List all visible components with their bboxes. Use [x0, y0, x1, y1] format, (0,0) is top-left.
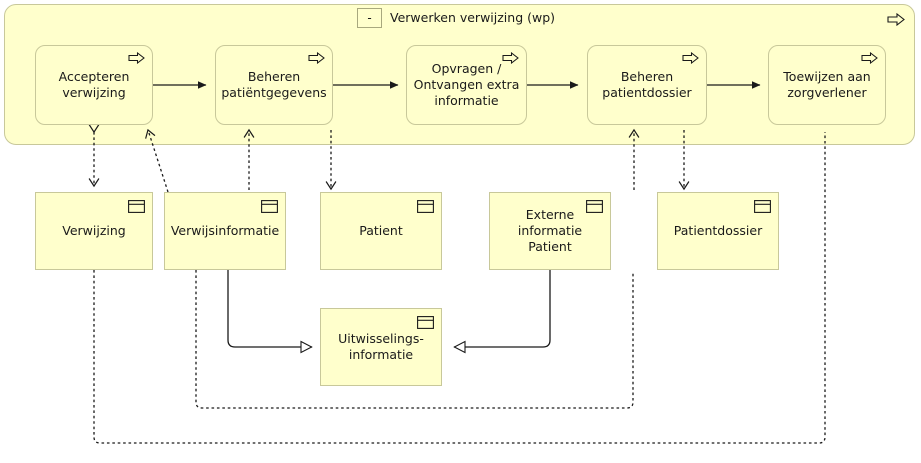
data-object-icon: [754, 200, 771, 213]
data-object-label: Verwijzing: [62, 223, 126, 238]
process-label-line1: Accepteren: [58, 69, 130, 84]
process-beheren-patientgegevens[interactable]: Beheren patiëntgegevens: [215, 45, 333, 125]
data-object-label-line2: Patient: [528, 239, 572, 254]
group-collapse-toggle[interactable]: -: [357, 8, 382, 28]
data-object-icon: [586, 200, 603, 213]
data-object-patient[interactable]: Patient: [320, 192, 442, 270]
process-arrow-icon: [308, 52, 325, 64]
process-label-line2: zorgverlener: [787, 85, 867, 100]
process-label-line2: patientdossier: [602, 85, 692, 100]
process-arrow-icon: [861, 52, 878, 64]
process-arrow-icon: [887, 13, 905, 26]
process-label-line2: verwijzing: [62, 85, 126, 100]
data-object-label-line1: Externe informatie: [517, 207, 583, 238]
process-arrow-icon: [502, 52, 519, 64]
data-object-icon: [417, 200, 434, 213]
data-object-icon: [417, 316, 434, 329]
process-arrow-icon: [682, 52, 699, 64]
data-object-icon: [261, 200, 278, 213]
connector-acc-8: [93, 132, 826, 444]
data-object-icon: [128, 200, 145, 213]
data-object-label: Patient: [359, 223, 403, 238]
process-arrow-icon: [128, 52, 145, 64]
process-label-line1: Toewijzen aan: [783, 69, 871, 84]
process-label-line1: Opvragen /: [431, 61, 502, 76]
process-label-line2: patiëntgegevens: [221, 85, 327, 100]
process-beheren-patientdossier[interactable]: Beheren patientdossier: [587, 45, 707, 125]
process-label-line2: Ontvangen extra: [413, 77, 520, 92]
process-label-line3: informatie: [434, 93, 499, 108]
process-label-line1: Beheren: [620, 69, 674, 84]
data-object-verwijzing[interactable]: Verwijzing: [35, 192, 153, 270]
group-title: Verwerken verwijzing (wp): [390, 10, 556, 25]
data-object-label-line1: Uitwisselings-: [338, 331, 424, 346]
process-toewijzen-aan-zorgverlener[interactable]: Toewijzen aan zorgverlener: [768, 45, 886, 125]
process-opvragen-ontvangen-extra-informatie[interactable]: Opvragen / Ontvangen extra informatie: [406, 45, 527, 125]
process-label-line1: Beheren: [247, 69, 301, 84]
data-object-verwijsinformatie[interactable]: Verwijsinformatie: [164, 192, 286, 270]
data-object-externe-informatie-patient[interactable]: Externe informatie Patient: [489, 192, 611, 270]
process-accepteren-verwijzing[interactable]: Accepteren verwijzing: [35, 45, 153, 125]
data-object-patientdossier[interactable]: Patientdossier: [657, 192, 779, 270]
data-object-label-line2: informatie: [348, 347, 414, 362]
data-object-uitwisselingsinformatie[interactable]: Uitwisselings- informatie: [320, 308, 442, 386]
connector-real-1: [227, 270, 313, 354]
connector-real-2: [453, 270, 551, 354]
data-object-label: Patientdossier: [673, 223, 763, 238]
data-object-label: Verwijsinformatie: [170, 223, 280, 238]
